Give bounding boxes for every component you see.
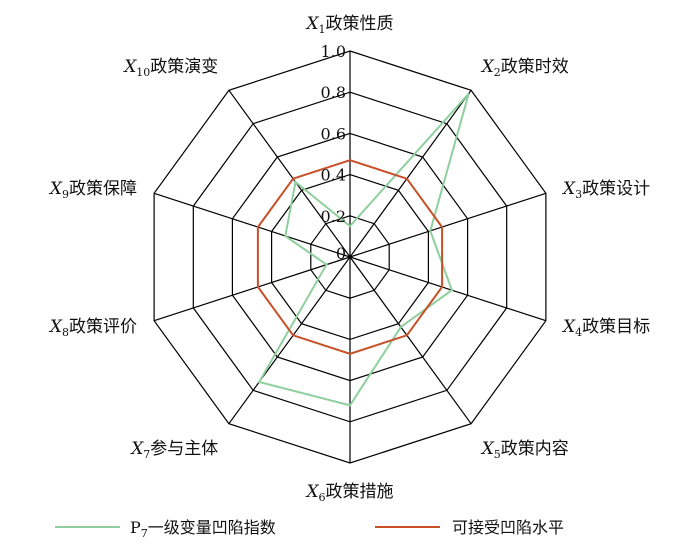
axis-label: X2政策时效 xyxy=(480,57,569,79)
radial-tick-label: 0 xyxy=(336,244,346,263)
axis-label: X1政策性质 xyxy=(304,14,393,36)
axis-spoke xyxy=(153,256,351,322)
radar-grid xyxy=(153,50,547,464)
radial-tick-labels: 0 0.2 0.4 0.6 0.8 1.0 xyxy=(321,42,346,263)
axis-spoke xyxy=(228,89,351,258)
radar-series xyxy=(256,93,470,407)
radial-tick-label: 0.8 xyxy=(321,83,346,102)
axis-label: X4政策目标 xyxy=(561,317,650,339)
legend-label: 可接受凹陷水平 xyxy=(452,518,564,537)
axis-label: X3政策设计 xyxy=(561,179,650,201)
axis-label: X8政策评价 xyxy=(48,317,137,339)
legend: P7一级变量凹陷指数 可接受凹陷水平 xyxy=(55,518,564,540)
axis-label: X7参与主体 xyxy=(129,439,218,461)
radial-tick-label: 0.2 xyxy=(321,207,346,226)
radial-tick-label: 0.4 xyxy=(321,166,346,185)
axis-spoke xyxy=(349,256,472,425)
axis-spoke xyxy=(153,192,351,258)
axis-label: X10政策演变 xyxy=(122,57,218,79)
axis-label: X9政策保障 xyxy=(48,179,137,201)
axis-spoke xyxy=(349,192,547,258)
axis-spoke xyxy=(349,256,547,322)
legend-label: P7一级变量凹陷指数 xyxy=(130,518,276,540)
axis-spoke xyxy=(349,89,472,258)
axis-spoke xyxy=(228,256,351,425)
axis-label: X5政策内容 xyxy=(480,439,569,461)
radial-tick-label: 1.0 xyxy=(321,42,346,61)
axis-label: X6政策措施 xyxy=(304,482,393,504)
axis-labels: X1政策性质 X2政策时效 X3政策设计 X4政策目标 X5政策内容 X6政策措施 X7参与… xyxy=(48,14,650,504)
radial-tick-label: 0.6 xyxy=(321,124,346,143)
series-acceptable-level xyxy=(256,159,444,355)
series-depression-index xyxy=(257,93,470,407)
